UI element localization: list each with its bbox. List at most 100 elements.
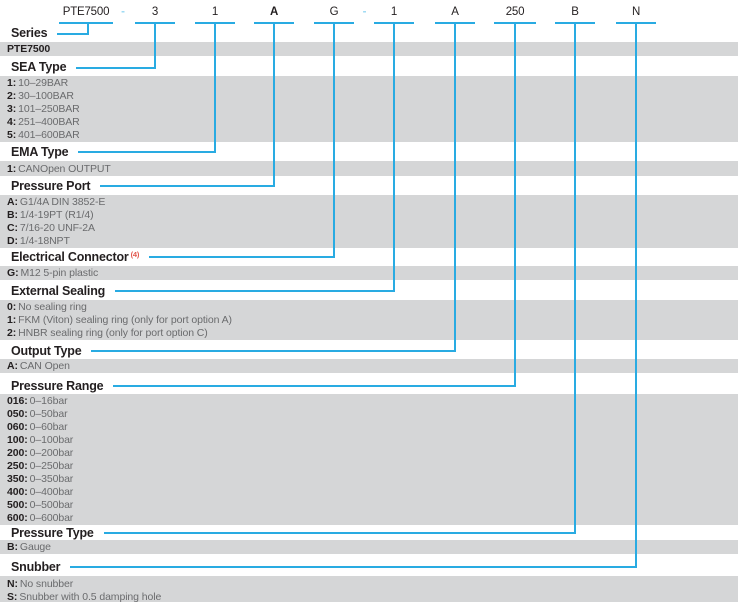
part-number-dash: - xyxy=(121,6,125,18)
section-title: Snubber xyxy=(11,559,61,574)
option-code: 600: xyxy=(7,512,28,524)
option-code: 200: xyxy=(7,447,28,459)
option-description: 7/16-20 UNF-2A xyxy=(19,222,95,234)
option-row: 5:401–600BAR xyxy=(7,129,738,142)
option-row: 350:0–350bar xyxy=(7,473,738,486)
connector-horizontal-line xyxy=(76,66,156,69)
option-code: S: xyxy=(7,590,18,602)
option-description: 0–50bar xyxy=(29,408,68,420)
code-underline xyxy=(59,22,113,24)
option-row: B:1/4-19PT (R1/4) xyxy=(7,209,738,222)
connector-vertical-line xyxy=(574,23,576,534)
section-title: External Sealing xyxy=(11,283,106,298)
option-row: 0:No sealing ring xyxy=(7,301,738,314)
option-row: 1:FKM (Viton) sealing ring (only for por… xyxy=(7,314,738,327)
option-row: B:Gauge xyxy=(7,541,738,554)
option-description: Snubber with 0.5 damping hole xyxy=(19,590,162,602)
connector-horizontal-line xyxy=(70,565,637,568)
option-row: 500:0–500bar xyxy=(7,499,738,512)
option-row: 2:30–100BAR xyxy=(7,90,738,103)
option-description: 0–500bar xyxy=(29,499,74,511)
option-row: 1:CANOpen OUTPUT xyxy=(7,163,738,176)
option-code: 016: xyxy=(7,395,28,407)
option-code: PTE7500 xyxy=(7,43,51,55)
option-code: 4: xyxy=(7,116,17,128)
option-code: 1: xyxy=(7,162,17,175)
option-code: 0: xyxy=(7,301,17,313)
option-row: PTE7500 xyxy=(7,43,738,56)
option-row: 4:251–400BAR xyxy=(7,116,738,129)
option-code: 350: xyxy=(7,473,28,485)
option-row: S:Snubber with 0.5 damping hole xyxy=(7,591,738,602)
option-row: A:CAN Open xyxy=(7,360,738,373)
option-row: C:7/16-20 UNF-2A xyxy=(7,222,738,235)
part-number-segment: A xyxy=(269,6,279,18)
part-number-segment: 1 xyxy=(390,6,398,18)
option-code: 060: xyxy=(7,421,28,433)
section-header-sea-type: SEA Type xyxy=(11,61,67,74)
option-block-pressure-type: B:Gauge xyxy=(0,539,738,554)
option-row: 2:HNBR sealing ring (only for port optio… xyxy=(7,327,738,340)
part-number-segment: 1 xyxy=(211,6,219,18)
option-description: 0–100bar xyxy=(29,434,74,446)
option-code: 1: xyxy=(7,77,17,89)
part-number-segment: N xyxy=(631,6,641,18)
option-row: G:M12 5-pin plastic xyxy=(7,267,738,280)
section-header-ema-type: EMA Type xyxy=(11,145,69,159)
option-row: 016:0–16bar xyxy=(7,395,738,408)
section-title: Pressure Port xyxy=(11,178,91,193)
option-code: 5: xyxy=(7,129,17,141)
option-row: 250:0–250bar xyxy=(7,460,738,473)
section-title: Output Type xyxy=(11,343,82,358)
option-code: B: xyxy=(7,541,18,553)
option-description: No snubber xyxy=(19,577,74,590)
connector-vertical-line xyxy=(273,23,275,187)
section-header-output-type: Output Type xyxy=(11,343,82,358)
section-header-snubber: Snubber xyxy=(11,559,61,574)
option-code: C: xyxy=(7,222,18,234)
option-row: 400:0–400bar xyxy=(7,486,738,499)
connector-horizontal-line xyxy=(115,289,395,292)
connector-vertical-line xyxy=(154,23,156,69)
option-code: G: xyxy=(7,267,19,279)
section-header-external-sealing: External Sealing xyxy=(11,283,106,298)
connector-horizontal-line xyxy=(91,349,456,352)
option-block-electrical-connector: G:M12 5-pin plastic xyxy=(0,265,738,280)
option-row: 3:101–250BAR xyxy=(7,103,738,116)
option-row: 600:0–600bar xyxy=(7,512,738,525)
option-block-ema-type: 1:CANOpen OUTPUT xyxy=(0,161,738,176)
option-description: 0–250bar xyxy=(29,460,74,472)
option-code: 050: xyxy=(7,408,28,420)
option-code: 1: xyxy=(7,314,17,326)
connector-horizontal-line xyxy=(149,255,335,258)
part-number-segment: PTE7500 xyxy=(62,6,110,18)
option-description: 0–16bar xyxy=(29,395,68,407)
part-number-segment: 250 xyxy=(505,6,525,18)
connector-vertical-line xyxy=(454,23,456,352)
option-row: 1:10–29BAR xyxy=(7,77,738,90)
option-description: 0–350bar xyxy=(29,473,74,485)
option-description: 1/4-18NPT xyxy=(19,235,70,247)
option-code: A: xyxy=(7,196,18,208)
option-block-series: PTE7500 xyxy=(0,41,738,56)
option-code: N: xyxy=(7,577,18,590)
option-description: Gauge xyxy=(19,541,51,553)
connector-vertical-line xyxy=(635,23,637,568)
option-description: 401–600BAR xyxy=(18,129,80,141)
option-description: 0–400bar xyxy=(29,486,74,498)
option-row: A:G1/4A DIN 3852-E xyxy=(7,196,738,209)
section-header-pressure-type: Pressure Type xyxy=(11,526,94,540)
option-row: 060:0–60bar xyxy=(7,421,738,434)
section-header-series: Series xyxy=(11,27,48,40)
connector-vertical-line xyxy=(333,23,335,258)
option-description: 30–100BAR xyxy=(18,90,74,102)
connector-horizontal-line xyxy=(78,150,216,153)
option-row: N:No snubber xyxy=(7,578,738,591)
option-description: CANOpen OUTPUT xyxy=(18,162,111,175)
connector-vertical-line xyxy=(214,23,216,153)
part-number-segment: B xyxy=(571,6,579,18)
option-description: 251–400BAR xyxy=(18,116,80,128)
